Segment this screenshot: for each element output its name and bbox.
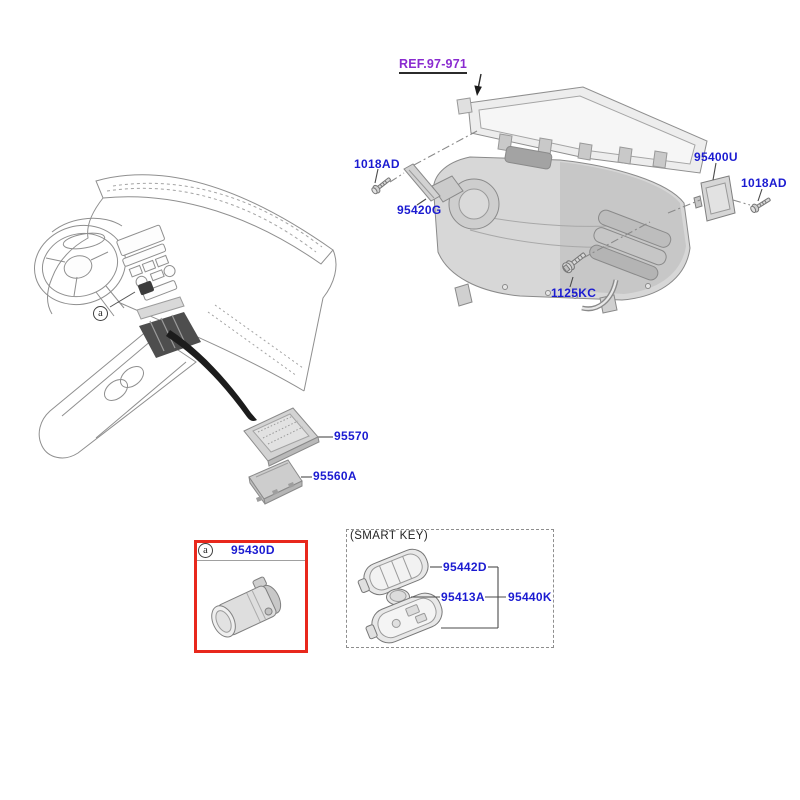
ref-arrow <box>474 73 482 96</box>
part-label-95560a: 95560A <box>313 469 357 483</box>
callout-marker-a-box: a <box>198 543 213 558</box>
part-label-95442d: 95442D <box>443 560 487 574</box>
assembly-guide-lines <box>389 130 751 259</box>
callout-marker-a-dashboard: a <box>93 306 108 321</box>
smart-key-title: (SMART KEY) <box>350 530 429 542</box>
bolt-icon-1125kc <box>562 252 586 274</box>
key-case-part <box>365 592 443 644</box>
controller-part-95400u <box>693 175 736 222</box>
outlet-box-content <box>197 560 305 638</box>
screw-icon-right <box>750 197 771 213</box>
filter-part-95560a <box>248 459 303 505</box>
part-label-95400u: 95400U <box>694 150 738 164</box>
outlet-location-mark <box>138 280 154 296</box>
ref-label: REF.97-971 <box>399 57 468 74</box>
hvac-unit-illustration <box>431 86 708 314</box>
smart-key-content <box>357 548 506 644</box>
part-label-1125kc: 1125KC <box>551 286 597 300</box>
swoosh-pointer <box>166 330 257 421</box>
dashboard-illustration <box>33 174 337 459</box>
part-label-1018ad-right: 1018AD <box>741 176 787 190</box>
part-label-95570: 95570 <box>334 429 369 443</box>
part-label-95430d: 95430D <box>231 543 275 557</box>
part-label-95413a: 95413A <box>441 590 485 604</box>
power-outlet-part-95430d <box>211 576 282 638</box>
smart-key-bracket-lines <box>411 566 506 629</box>
part-label-1018ad-left: 1018AD <box>354 157 400 171</box>
part-label-95420g: 95420G <box>397 203 442 217</box>
filter-cover-part-95570 <box>243 407 320 467</box>
aspirator-part-95420g <box>403 163 441 202</box>
screw-icon-left <box>371 177 391 195</box>
key-cover-part-95442d <box>357 548 429 596</box>
smart-key-box <box>346 529 554 648</box>
highlighted-outlet-box <box>194 540 308 653</box>
part-label-95440k: 95440K <box>508 590 552 604</box>
label-leader-lines <box>301 162 763 478</box>
